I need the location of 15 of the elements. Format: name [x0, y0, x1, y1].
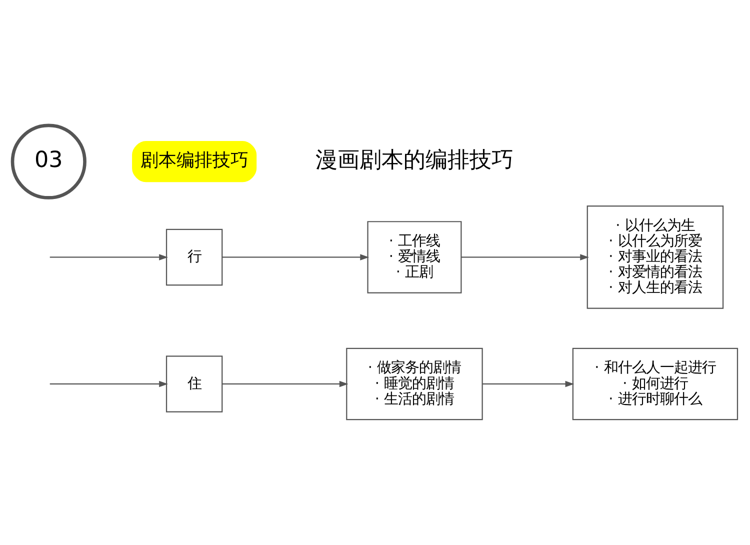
arrow: [222, 254, 370, 260]
node-box: · 以什么为生 · 以什么为所爱 · 对事业的看法 · 对爱情的看法 · 对人生的看法: [586, 206, 724, 309]
arrow: [482, 380, 574, 388]
node-box: 剧本编排技巧: [132, 141, 257, 182]
node-box: · 工作线 · 爱情线 · 正剧: [367, 221, 462, 294]
node-box: 住: [166, 356, 223, 412]
arrow: [50, 380, 168, 388]
node-box: 行: [166, 228, 223, 286]
node-box: · 和什么人一起进行 · 如何进行 · 进行时聊什么: [572, 348, 738, 420]
arrow: [461, 254, 590, 260]
label: 漫画剧本的编排技巧: [315, 147, 514, 172]
arrow: [222, 380, 348, 388]
node-box: · 做家务的剧情 · 睡觉的剧情 · 生活的剧情: [346, 348, 483, 420]
node-circle: 03: [10, 124, 86, 200]
arrow: [50, 254, 168, 260]
